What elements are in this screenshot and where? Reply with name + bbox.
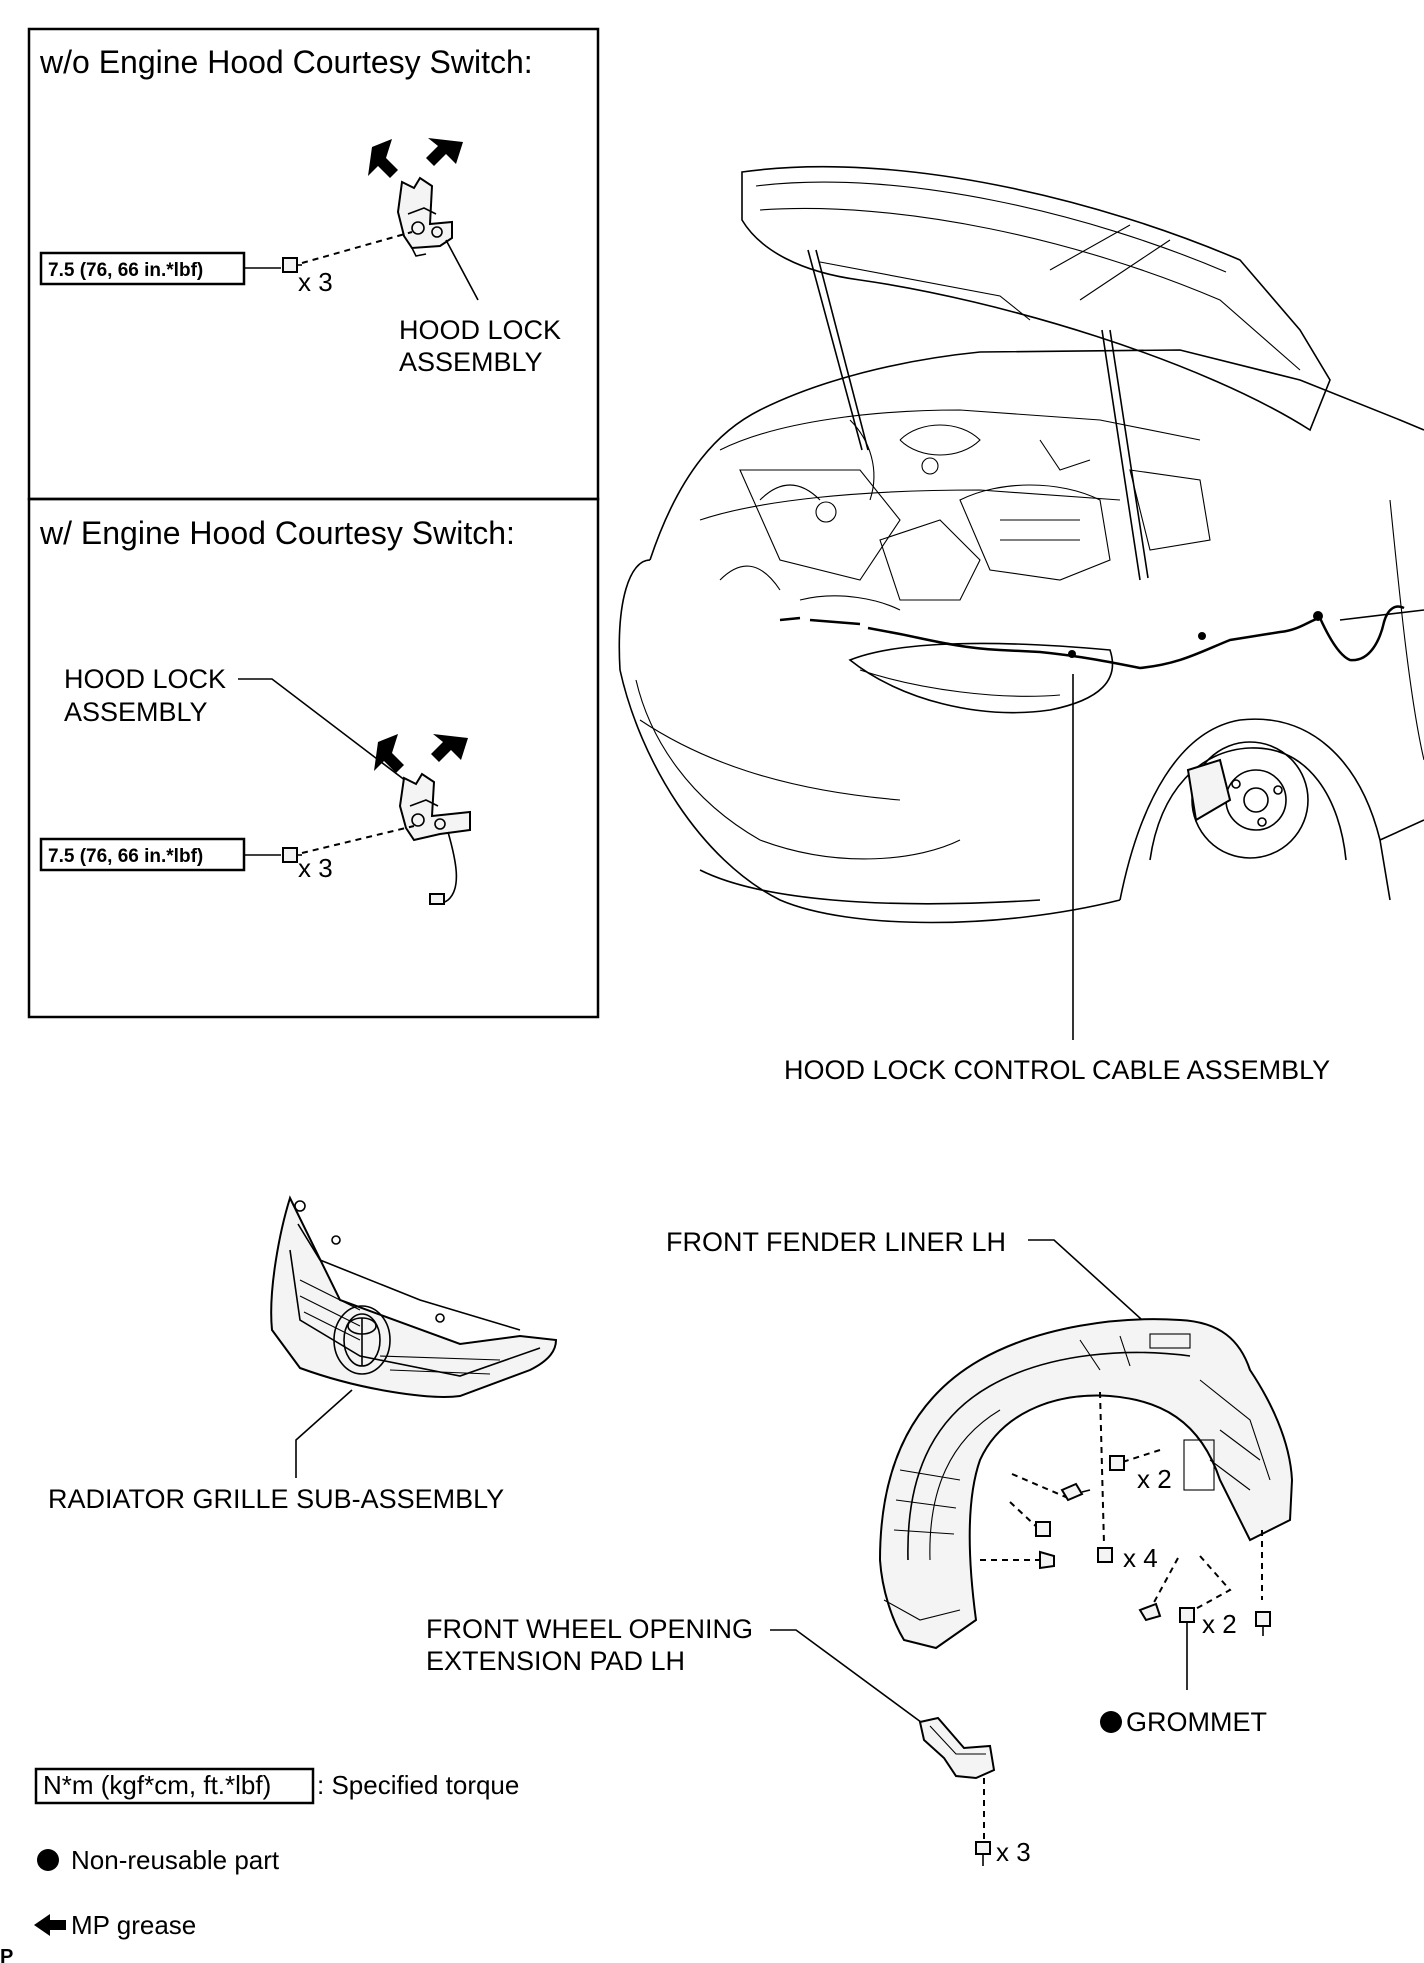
control-cable	[779, 605, 1405, 670]
cable-label: HOOD LOCK CONTROL CABLE ASSEMBLY	[784, 1055, 1330, 1085]
fastener-quantity: x 2	[1137, 1464, 1172, 1494]
clip-icon	[1039, 1550, 1055, 1570]
clip-icon	[1035, 1521, 1051, 1537]
fastener-quantity: x 3	[996, 1837, 1031, 1867]
grease-arrow-icon	[431, 734, 468, 762]
torque-spec: 7.5 (76, 66 in.*lbf)	[48, 260, 203, 281]
legend: N*m (kgf*cm, ft.*lbf) : Specified torque…	[34, 1767, 519, 1940]
panel-with-courtesy-switch: w/ Engine Hood Courtesy Switch: HOOD LOC…	[27, 497, 600, 1019]
grease-arrow-icon	[374, 734, 404, 773]
torque-spec: 7.5 (76, 66 in.*lbf)	[48, 846, 203, 867]
liner-label: FRONT FENDER LINER LH	[666, 1227, 1006, 1257]
bolt-icon	[282, 847, 302, 863]
clip-icon	[1109, 1455, 1125, 1471]
hood-lock-assembly-drawing	[398, 772, 471, 905]
clip-icon	[1255, 1611, 1271, 1636]
grille-label: RADIATOR GRILLE SUB-ASSEMBLY	[48, 1484, 504, 1514]
clip-icon	[1179, 1607, 1195, 1623]
nonreusable-icon	[1100, 1711, 1122, 1733]
nonreusable-icon	[37, 1849, 59, 1871]
hood-lock-assembly-drawing	[396, 176, 453, 257]
clip-icon	[1060, 1482, 1091, 1502]
panel-title: w/ Engine Hood Courtesy Switch:	[39, 515, 515, 551]
grease-arrow-icon	[368, 139, 398, 178]
part-label-line2: ASSEMBLY	[64, 697, 208, 727]
bolt-quantity: x 3	[298, 267, 333, 297]
panel-frame	[27, 497, 600, 1019]
panel-without-courtesy-switch: w/o Engine Hood Courtesy Switch: x 3 7.5…	[27, 27, 600, 501]
grease-arrow-icon	[426, 138, 463, 166]
part-label-line1: HOOD LOCK	[399, 315, 561, 345]
radiator-grille-drawing	[270, 1195, 558, 1398]
corner-mark: P	[0, 1946, 13, 1963]
bolt-quantity: x 3	[298, 853, 333, 883]
panel-title: w/o Engine Hood Courtesy Switch:	[39, 44, 533, 80]
part-label-line1: HOOD LOCK	[64, 664, 226, 694]
clip-icon	[1138, 1602, 1162, 1622]
liner-fasteners: x 2 x 4 x 2	[980, 1391, 1271, 1639]
grease-arrow-icon	[34, 1914, 66, 1936]
vehicle-front-drawing	[618, 165, 1424, 924]
screw-icon	[975, 1841, 991, 1866]
legend-torque-label: N*m (kgf*cm, ft.*lbf)	[43, 1770, 271, 1800]
bolt-icon	[282, 257, 302, 273]
fastener-quantity: x 4	[1123, 1543, 1158, 1573]
legend-torque-desc: : Specified torque	[317, 1770, 519, 1800]
fastener-quantity: x 2	[1202, 1609, 1237, 1639]
pad-label-line2: EXTENSION PAD LH	[426, 1646, 685, 1676]
grommet-label: GROMMET	[1126, 1707, 1267, 1737]
pad-label-line1: FRONT WHEEL OPENING	[426, 1614, 753, 1644]
part-label-line2: ASSEMBLY	[399, 347, 543, 377]
legend-torque-box	[34, 1767, 315, 1805]
extension-pad-drawing	[918, 1716, 996, 1780]
legend-nonreusable: Non-reusable part	[71, 1845, 280, 1875]
legend-grease: MP grease	[71, 1910, 196, 1940]
clip-icon	[1097, 1547, 1113, 1563]
front-fender-liner-drawing	[878, 1318, 1294, 1650]
